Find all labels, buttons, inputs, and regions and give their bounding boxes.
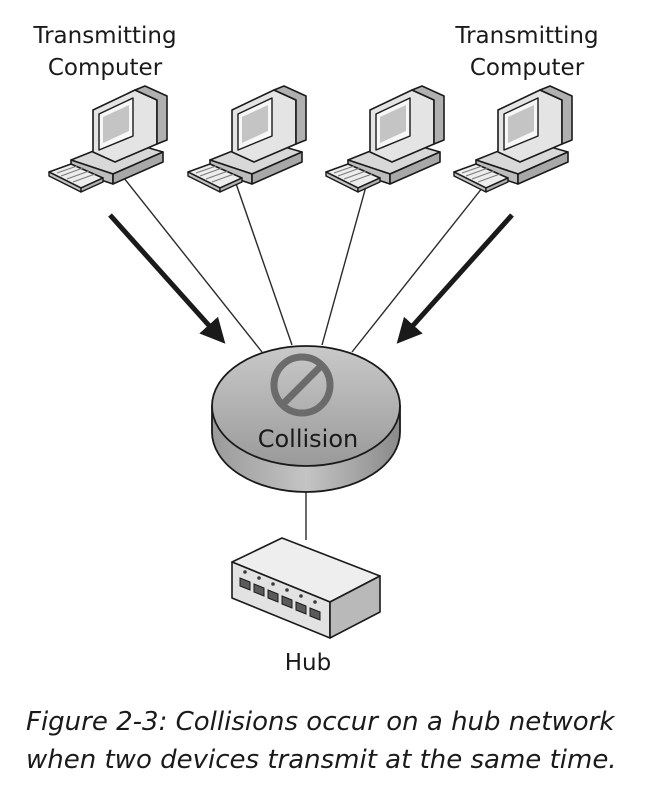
right-computer-label-line1: Transmitting bbox=[455, 23, 599, 49]
link-computer-1 bbox=[115, 167, 263, 353]
computer-2 bbox=[187, 85, 307, 193]
transmit-arrow-right bbox=[396, 213, 514, 344]
collision-domain-disc bbox=[211, 345, 401, 493]
right-computer-label-line2: Computer bbox=[469, 55, 585, 81]
desktop-computer-icon bbox=[453, 85, 573, 193]
desktop-computer-icon bbox=[48, 85, 168, 193]
transmit-arrows bbox=[108, 213, 514, 344]
caption-line-1: Figure 2-3: Collisions occur on a hub ne… bbox=[26, 707, 615, 737]
computer-1 bbox=[48, 85, 168, 193]
no-entry-icon bbox=[270, 353, 334, 417]
hub-label: Hub bbox=[284, 650, 332, 676]
computer-3 bbox=[325, 85, 445, 193]
caption-line-2: when two devices transmit at the same ti… bbox=[26, 745, 617, 775]
hub-device bbox=[231, 537, 381, 639]
link-computer-3 bbox=[321, 171, 371, 346]
desktop-computer-icon bbox=[187, 85, 307, 193]
left-computer-label-line2: Computer bbox=[47, 55, 163, 81]
link-computer-4 bbox=[351, 167, 499, 353]
figure-caption: Figure 2-3: Collisions occur on a hub ne… bbox=[26, 703, 656, 779]
connection-lines bbox=[115, 167, 499, 540]
link-computer-2 bbox=[231, 171, 293, 346]
transmit-arrow-left bbox=[108, 213, 226, 344]
left-computer-label: Transmitting Computer bbox=[30, 20, 180, 84]
left-computer-label-line1: Transmitting bbox=[33, 23, 177, 49]
right-computer-label: Transmitting Computer bbox=[452, 20, 602, 84]
hub-ports bbox=[239, 577, 321, 621]
hub-leds bbox=[243, 570, 317, 604]
computer-4 bbox=[453, 85, 573, 193]
collision-label: Collision bbox=[257, 425, 359, 453]
desktop-computer-icon bbox=[325, 85, 445, 193]
